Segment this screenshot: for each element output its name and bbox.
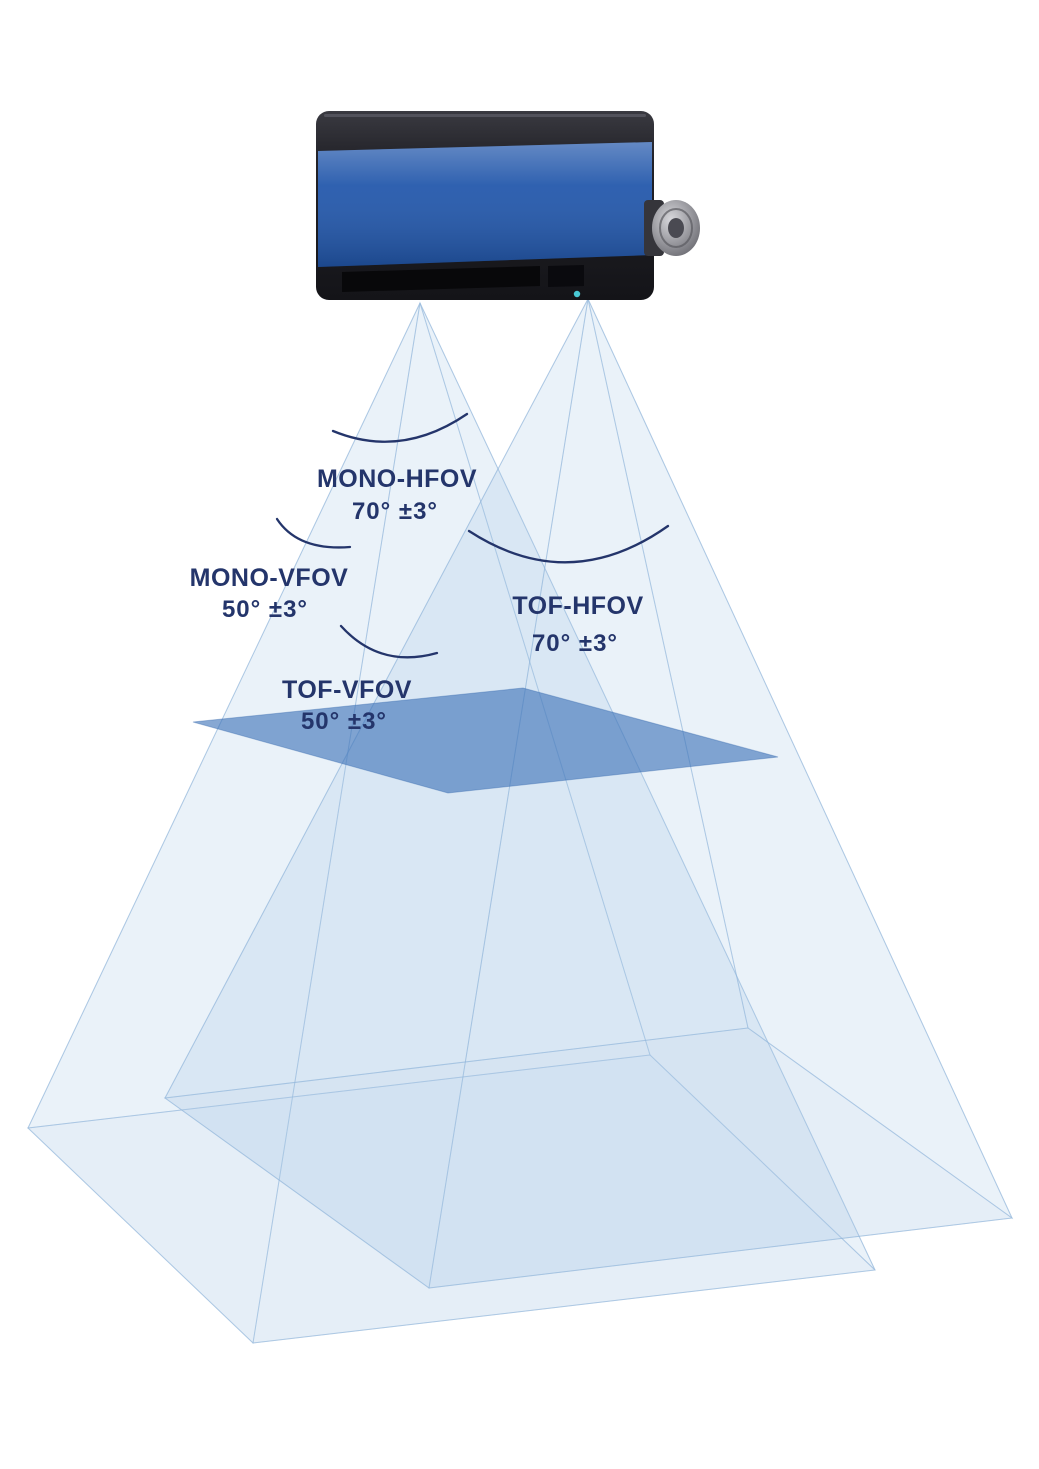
- tof-beam-face-front-right: [428, 297, 1013, 1289]
- mono-vfov-value: 50° ±3°: [222, 596, 308, 623]
- mono-vfov-label: MONO-VFOV: [190, 564, 349, 592]
- mono-hfov-value: 70° ±3°: [352, 498, 438, 525]
- tof-hfov-value: 70° ±3°: [532, 630, 618, 657]
- angle-arcs: [275, 412, 670, 659]
- camera-device: [316, 111, 700, 300]
- tof-hfov-label: TOF-HFOV: [512, 592, 643, 620]
- mono-beam-face-front-left: [27, 302, 421, 1345]
- connector-core: [668, 218, 684, 238]
- lens-window-small: [548, 265, 584, 287]
- tof-vfov-label: TOF-VFOV: [282, 676, 412, 704]
- lens-window-wide: [342, 266, 540, 292]
- camera-top-highlight: [324, 114, 646, 117]
- tof-beam-floor: [163, 1027, 1014, 1289]
- working-plane: [192, 687, 779, 794]
- mono-beam-floor: [26, 1054, 877, 1344]
- mono-vfov-arc: [275, 517, 352, 549]
- status-led: [573, 290, 581, 298]
- camera-front-sheen: [318, 142, 652, 267]
- mono-fov-beam: [26, 301, 877, 1345]
- mono-hfov-label: MONO-HFOV: [317, 465, 477, 493]
- tof-beam-face-front-left: [164, 298, 589, 1289]
- fov-labels: MONO-HFOV 70° ±3° MONO-VFOV 50° ±3° TOF-…: [190, 465, 643, 735]
- tof-vfov-arc: [339, 624, 439, 659]
- mono-hfov-arc: [331, 412, 469, 443]
- mono-beam-face-back-right: [419, 302, 876, 1271]
- mono-beam-face-front-right: [252, 301, 876, 1344]
- tof-hfov-arc: [467, 524, 670, 564]
- cable-connector: [644, 200, 700, 256]
- connector-ring: [659, 208, 693, 248]
- tof-beam-face-back-right: [587, 298, 1014, 1220]
- tof-vfov-value: 50° ±3°: [301, 708, 387, 735]
